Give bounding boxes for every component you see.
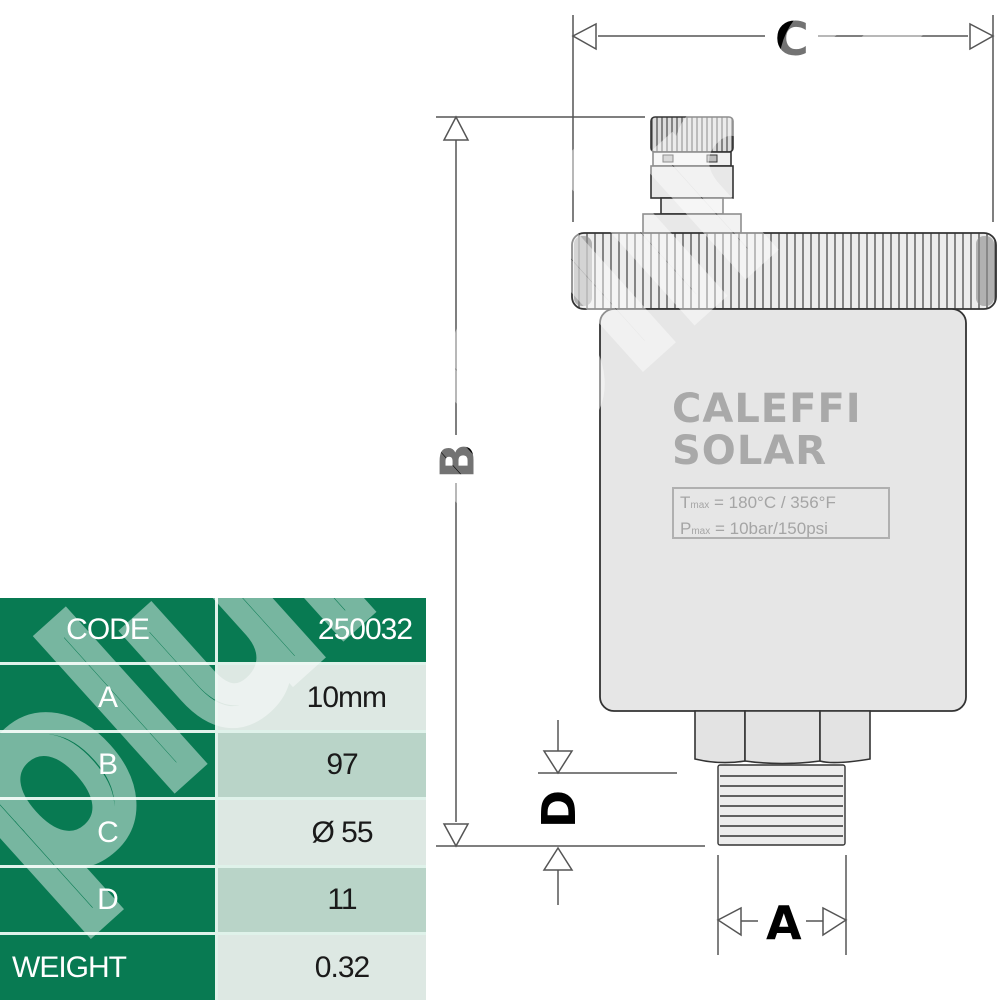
dimension-label-d: D: [532, 789, 587, 829]
dimension-d: [538, 720, 677, 905]
knurled-ring: [571, 232, 997, 310]
dimension-label-a: A: [766, 896, 802, 950]
rating-plate: Tmax = 180°C / 356°F Pmax = 10bar/150psi: [672, 487, 890, 539]
pressure-rating: Pmax = 10bar/150psi: [680, 519, 828, 538]
hex-nut: [694, 710, 871, 765]
dimension-label-c: C: [775, 12, 809, 66]
row-label: D: [0, 866, 218, 936]
row-label: B: [0, 731, 218, 801]
dimension-b: [436, 115, 705, 848]
spec-table: CODE 250032 A 10mm B 97 C Ø 55 D 11 WEIG…: [0, 598, 426, 1000]
code-label: CODE: [0, 598, 218, 666]
row-label: WEIGHT: [0, 933, 218, 1000]
temperature-rating: Tmax = 180°C / 356°F: [680, 493, 836, 512]
row-value: 11: [216, 866, 426, 936]
row-value: 0.32: [216, 933, 426, 1000]
row-value: 97: [216, 731, 426, 801]
row-label: C: [0, 798, 218, 868]
logo-line-2: SOLAR: [672, 428, 828, 474]
logo-line-1: CALEFFI: [672, 386, 862, 432]
dimension-c: [571, 15, 995, 222]
row-value: Ø 55: [216, 798, 426, 868]
vent-cap: [642, 116, 742, 235]
dimension-label-b: B: [430, 443, 485, 479]
table-header-row: CODE 250032: [0, 598, 426, 666]
table-row: C Ø 55: [0, 798, 426, 868]
code-value: 250032: [216, 598, 426, 666]
threaded-connection: [717, 764, 846, 846]
table-row: B 97: [0, 731, 426, 801]
row-value: 10mm: [216, 663, 426, 733]
table-row: A 10mm: [0, 663, 426, 733]
row-label: A: [0, 663, 218, 733]
caleffi-solar-logo: CALEFFI SOLAR: [672, 388, 862, 472]
dimension-a: [716, 855, 848, 955]
table-row: D 11: [0, 866, 426, 936]
table-row: WEIGHT 0.32: [0, 933, 426, 1000]
